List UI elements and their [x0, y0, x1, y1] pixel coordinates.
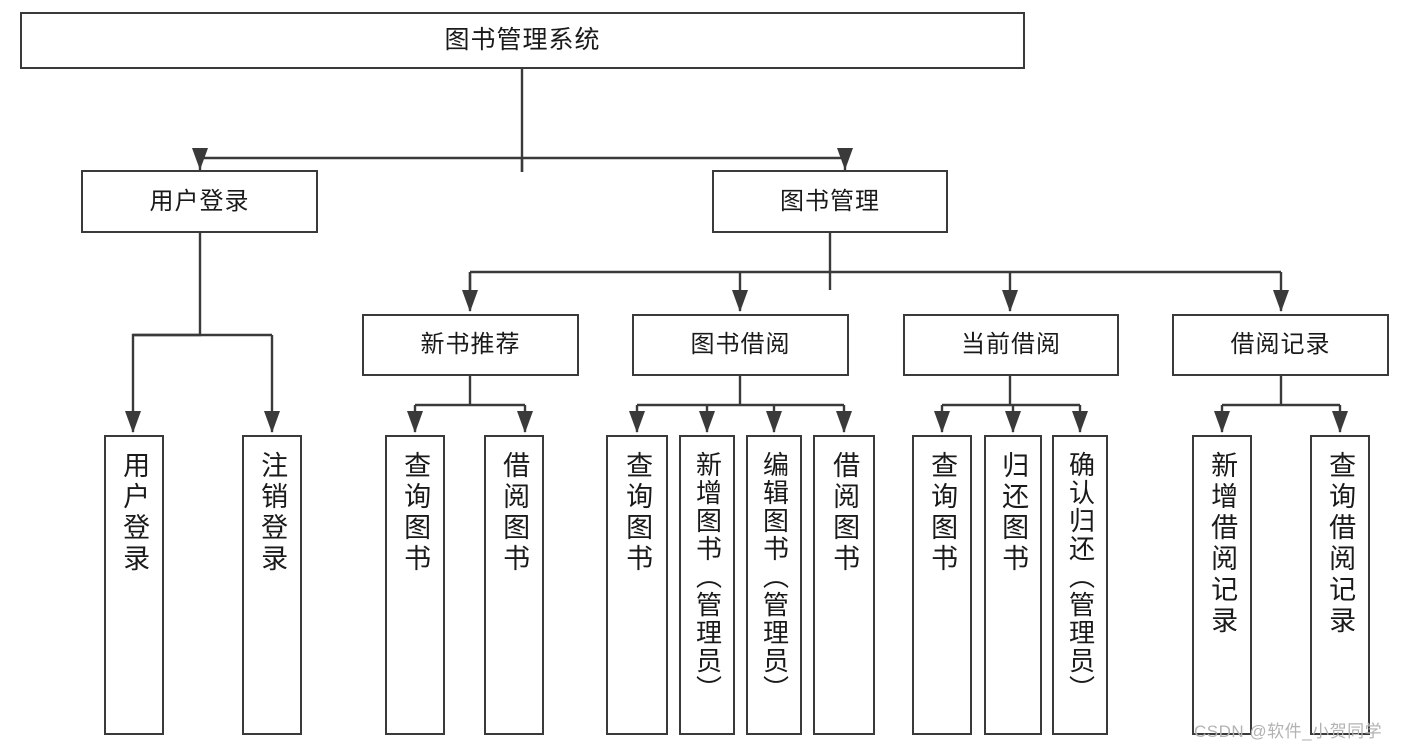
- node-leaf-2[interactable]: 查询图书: [385, 435, 445, 735]
- node-leaf-1-label: 注销登录: [257, 451, 288, 575]
- node-leaf-5[interactable]: 新增图书（管理员）: [679, 435, 735, 735]
- node-leaf-0-label: 用户登录: [119, 451, 150, 575]
- node-level2-1[interactable]: 图书管理: [712, 170, 948, 233]
- node-leaf-10-label: 确认归还（管理员）: [1065, 451, 1096, 703]
- node-leaf-11[interactable]: 新增借阅记录: [1192, 435, 1252, 735]
- connector-path-9: [635, 376, 846, 432]
- node-root[interactable]: 图书管理系统: [20, 12, 1025, 69]
- arrowhead-17: [1214, 411, 1230, 433]
- node-level3-2[interactable]: 当前借阅: [903, 314, 1119, 376]
- node-leaf-1[interactable]: 注销登录: [242, 435, 302, 735]
- node-leaf-12-label: 查询借阅记录: [1325, 451, 1356, 637]
- arrowhead-11: [699, 411, 715, 433]
- node-leaf-6-label: 编辑图书（管理员）: [759, 451, 790, 703]
- node-leaf-11-label: 新增借阅记录: [1207, 451, 1238, 637]
- connector-path-8: [413, 376, 527, 432]
- node-leaf-4-label: 查询图书: [622, 451, 653, 575]
- node-leaf-0[interactable]: 用户登录: [104, 435, 164, 735]
- node-leaf-12[interactable]: 查询借阅记录: [1310, 435, 1370, 735]
- arrowhead-5: [732, 290, 748, 312]
- node-leaf-10[interactable]: 确认归还（管理员）: [1052, 435, 1108, 735]
- arrowhead-10: [629, 411, 645, 433]
- arrowhead-3: [264, 411, 280, 433]
- node-leaf-7[interactable]: 借阅图书: [813, 435, 875, 735]
- node-level3-0[interactable]: 新书推荐: [362, 314, 579, 376]
- arrowhead-2: [125, 411, 141, 433]
- connector-path-7: [468, 272, 1283, 311]
- node-level2-0-label: 用户登录: [149, 187, 250, 215]
- node-level3-2-label: 当前借阅: [961, 331, 1061, 359]
- node-level3-1[interactable]: 图书借阅: [632, 314, 849, 376]
- arrowhead-1: [837, 148, 853, 170]
- connector-path-6: [468, 270, 1281, 290]
- arrowhead-14: [934, 411, 950, 433]
- connector-path-3: [131, 233, 202, 432]
- arrowhead-12: [766, 411, 782, 433]
- node-level3-3-label: 借阅记录: [1230, 331, 1331, 359]
- node-leaf-9[interactable]: 归还图书: [984, 435, 1042, 735]
- node-level2-1-label: 图书管理: [780, 187, 880, 215]
- arrowhead-4: [462, 290, 478, 312]
- node-leaf-9-label: 归还图书: [998, 451, 1029, 575]
- arrowhead-0: [192, 148, 208, 170]
- arrowhead-13: [836, 411, 852, 433]
- node-leaf-2-label: 查询图书: [400, 451, 431, 575]
- arrowhead-8: [407, 411, 423, 433]
- node-leaf-3[interactable]: 借阅图书: [484, 435, 544, 735]
- node-leaf-4[interactable]: 查询图书: [606, 435, 668, 735]
- connector-path-4: [133, 333, 274, 432]
- arrowhead-6: [1002, 290, 1018, 312]
- connector-path-11: [1220, 376, 1342, 432]
- node-leaf-5-label: 新增图书（管理员）: [692, 451, 723, 703]
- node-level3-1-label: 图书借阅: [690, 331, 791, 359]
- wire-path-group: [131, 69, 1342, 432]
- node-root-label: 图书管理系统: [444, 26, 601, 54]
- arrowhead-18: [1332, 411, 1348, 433]
- node-leaf-3-label: 借阅图书: [499, 451, 530, 575]
- arrowhead-16: [1072, 411, 1088, 433]
- connector-path-10: [940, 376, 1082, 432]
- node-level2-0[interactable]: 用户登录: [81, 170, 318, 233]
- node-level3-3[interactable]: 借阅记录: [1172, 314, 1389, 376]
- node-level3-0-label: 新书推荐: [420, 331, 521, 359]
- node-leaf-8-label: 查询图书: [927, 451, 958, 575]
- node-leaf-7-label: 借阅图书: [829, 451, 860, 575]
- node-leaf-8[interactable]: 查询图书: [912, 435, 972, 735]
- arrowhead-9: [517, 411, 533, 433]
- arrowhead-7: [1273, 290, 1289, 312]
- watermark-text: CSDN @软件_小贺同学: [1194, 722, 1383, 741]
- node-leaf-6[interactable]: 编辑图书（管理员）: [746, 435, 802, 735]
- arrowhead-15: [1005, 411, 1021, 433]
